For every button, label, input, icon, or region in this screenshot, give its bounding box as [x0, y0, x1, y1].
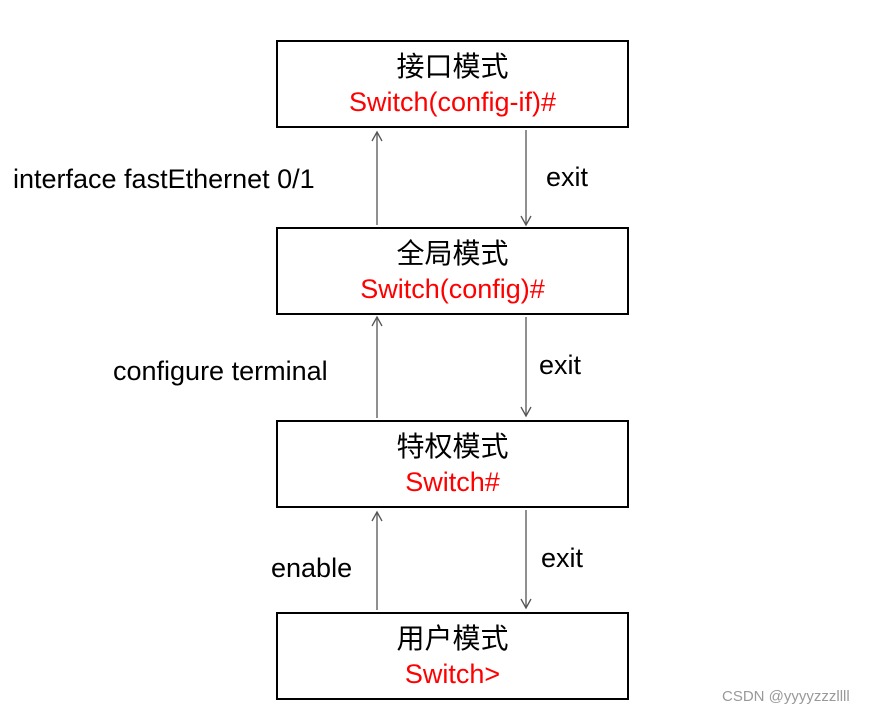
label-exit-privileged: exit — [541, 543, 584, 573]
label-enable: enable — [271, 553, 353, 583]
label-interface-command: interface fastEthernet 0/1 — [13, 164, 315, 194]
mode-prompt: Switch(config)# — [360, 274, 545, 304]
mode-box-global: 全局模式 Switch(config)# — [276, 227, 629, 315]
mode-prompt: Switch> — [404, 659, 501, 689]
mode-name: 特权模式 — [396, 430, 509, 463]
mode-prompt: Switch(config-if)# — [348, 87, 557, 117]
mode-prompt: Switch# — [405, 467, 500, 497]
mode-box-privileged: 特权模式 Switch# — [276, 420, 629, 508]
label-configure-terminal: configure terminal — [113, 356, 328, 386]
mode-name: 全局模式 — [396, 237, 509, 270]
mode-box-interface: 接口模式 Switch(config-if)# — [276, 40, 629, 128]
label-exit-interface: exit — [546, 162, 589, 192]
label-exit-global: exit — [539, 350, 582, 380]
mode-name: 用户模式 — [396, 622, 509, 655]
mode-box-user: 用户模式 Switch> — [276, 612, 629, 700]
watermark-text: CSDN @yyyyzzzllll — [722, 688, 850, 705]
mode-name: 接口模式 — [396, 50, 509, 83]
